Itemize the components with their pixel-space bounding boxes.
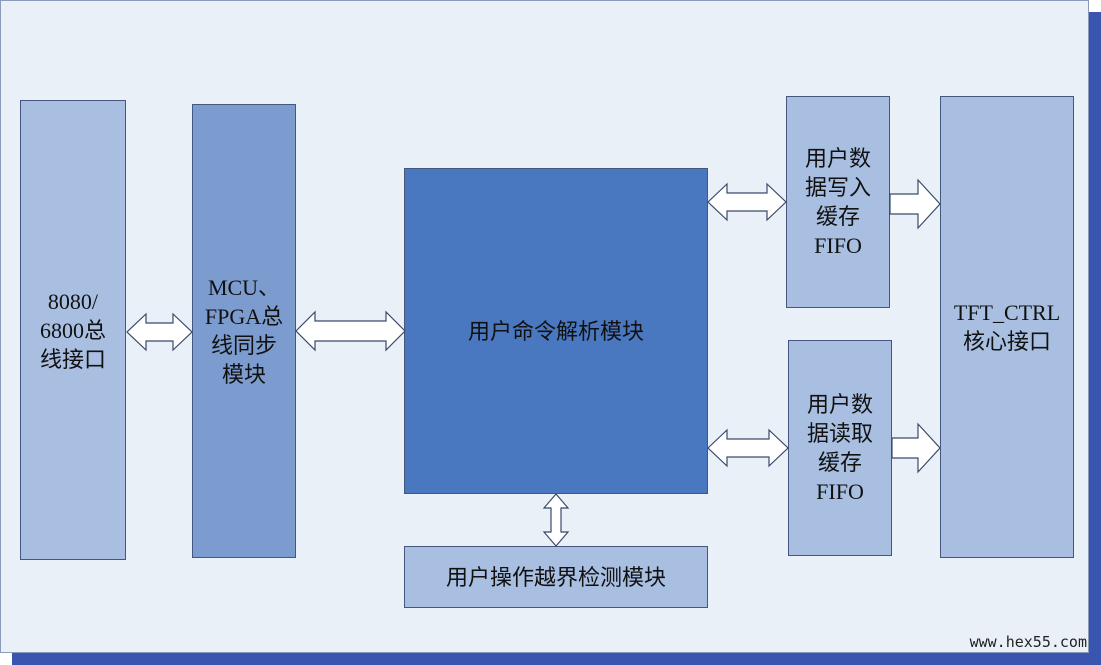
tft-ctrl-label: TFT_CTRL 核心接口 <box>953 300 1061 354</box>
double-arrow-bus-sync <box>126 312 193 352</box>
bus-sync-module-block: MCU、 FPGA总 线同步 模块 <box>192 104 296 558</box>
watermark-text: www.hex55.com <box>969 633 1087 651</box>
double-arrow-parser-bounds <box>542 493 570 547</box>
double-arrow-parser-write-fifo <box>707 182 787 222</box>
read-fifo-label: 用户数 据读取 缓存 FIFO <box>806 392 873 504</box>
double-arrow-sync-parser <box>295 310 406 352</box>
write-fifo-label: 用户数 据写入 缓存 FIFO <box>804 146 871 258</box>
bounds-check-block: 用户操作越界检测模块 <box>404 546 708 608</box>
command-parser-label: 用户命令解析模块 <box>467 318 644 344</box>
arrow-read-fifo-tft <box>891 422 941 474</box>
bus-sync-module-label: MCU、 FPGA总 线同步 模块 <box>204 275 284 387</box>
double-arrow-parser-read-fifo <box>707 428 789 468</box>
arrow-write-fifo-tft <box>889 178 941 230</box>
bus-interface-block: 8080/ 6800总 线接口 <box>20 100 126 560</box>
bounds-check-label: 用户操作越界检测模块 <box>445 564 666 590</box>
tft-ctrl-block: TFT_CTRL 核心接口 <box>940 96 1074 558</box>
command-parser-block: 用户命令解析模块 <box>404 168 708 494</box>
bus-interface-label: 8080/ 6800总 线接口 <box>39 288 106 372</box>
write-fifo-block: 用户数 据写入 缓存 FIFO <box>786 96 890 308</box>
read-fifo-block: 用户数 据读取 缓存 FIFO <box>788 340 892 556</box>
